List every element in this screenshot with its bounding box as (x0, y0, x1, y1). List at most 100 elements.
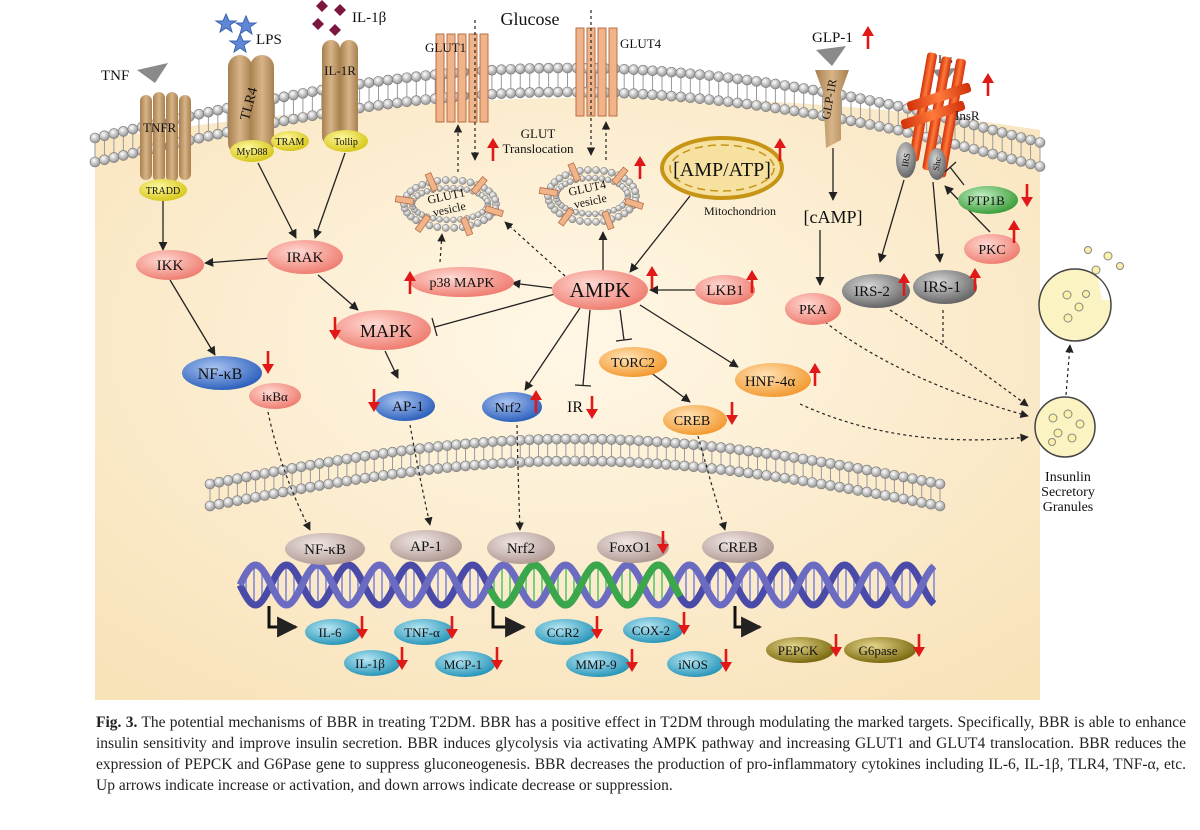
nuclear-nfkb-label: NF-κB (304, 542, 346, 558)
granules-label-3: Granules (1043, 500, 1094, 515)
amp-atp-label: [AMP/ATP] (673, 159, 771, 181)
camp-label: [cAMP] (804, 207, 863, 227)
il1b-stimulus-label: IL-1β (352, 10, 386, 26)
gene-pepck-label: PEPCK (778, 643, 819, 658)
irs1-node (913, 270, 977, 304)
dna-helix (236, 561, 937, 609)
caption-text: The potential mechanisms of BBR in treat… (96, 714, 1186, 794)
up-arrow-icon (746, 270, 758, 293)
nrf2-label: Nrf2 (495, 401, 521, 416)
irs2-label: IRS-2 (854, 284, 890, 300)
ampk-node (552, 270, 648, 310)
gene-tnfa-label: TNF-α (404, 625, 440, 640)
down-arrow-icon (329, 317, 341, 340)
nuclear-nfkb-node (285, 533, 365, 565)
tradd-label: TRADD (146, 186, 180, 197)
nuclear-ap1-label: AP-1 (410, 539, 442, 555)
hnf4a-label: HNF-4α (745, 374, 796, 390)
irs1-label: IRS-1 (923, 279, 961, 296)
tram-label: TRAM (276, 137, 305, 148)
il1r-receptor (322, 40, 358, 145)
down-arrow-icon (586, 396, 598, 419)
ikba-label: iκBα (262, 389, 288, 404)
irs-docking (896, 142, 916, 178)
insr-label: InsR (955, 108, 980, 123)
down-arrow-icon (830, 634, 842, 657)
torc2-node (599, 347, 667, 377)
creb-node (663, 405, 727, 435)
gene-mcp1-label: MCP-1 (444, 657, 482, 672)
lps-label: LPS (256, 32, 282, 48)
gene-g6pase (844, 637, 916, 663)
mitochondrion-label: Mitochondrion (704, 204, 776, 218)
nfkb-node (182, 356, 262, 390)
nfkb-label: NF-κB (198, 366, 243, 383)
up-arrow-icon (862, 26, 874, 49)
down-arrow-icon (726, 402, 738, 425)
down-arrow-icon (678, 612, 690, 635)
caption-label: Fig. 3. (96, 714, 138, 731)
gene-ccr2-label: CCR2 (547, 625, 580, 640)
down-arrow-icon (491, 647, 503, 670)
up-arrow-icon (774, 138, 786, 161)
mapk-node (335, 310, 431, 350)
up-arrow-icon (982, 73, 994, 96)
irak-node (267, 240, 343, 274)
myd88-adaptor (230, 140, 274, 162)
p38mapk-label: p38 MAPK (430, 276, 495, 291)
tnfr-receptor (140, 92, 191, 182)
pka-node (785, 293, 841, 325)
glut1-vesicle (394, 172, 504, 237)
gene-pepck (766, 637, 834, 663)
tlr4-receptor (228, 55, 274, 155)
tnfr-label: TNFR (143, 120, 177, 135)
gene-mmp9-label: MMP-9 (575, 657, 616, 672)
creb-label: CREB (674, 414, 711, 429)
tnf-label: TNF (101, 68, 129, 84)
ptp1b-label: PTP1B (967, 193, 1005, 208)
nuclear-ap1-node (390, 530, 462, 562)
glp1-label: GLP-1 (812, 30, 853, 46)
regulation-indicators (262, 26, 1033, 672)
nuclear-foxo1-label: FoxO1 (609, 540, 651, 556)
up-arrow-icon (809, 363, 821, 386)
insr-receptor (900, 52, 972, 178)
up-arrow-icon (969, 268, 981, 291)
figure-caption: Fig. 3. The potential mechanisms of BBR … (96, 712, 1186, 796)
down-arrow-icon (368, 389, 380, 412)
tollip-label: Tollip (334, 137, 358, 148)
gene-ccr2 (535, 619, 595, 645)
ikk-node (136, 250, 204, 280)
gene-cox2 (623, 617, 683, 643)
shc-label: Shc (931, 156, 943, 171)
down-arrow-icon (913, 634, 925, 657)
gene-inos (667, 651, 723, 677)
ampk-label: AMPK (570, 278, 631, 302)
insulin-granule-releasing (1038, 246, 1124, 342)
granules-label-2: Secretory (1041, 485, 1095, 500)
down-arrow-icon (591, 616, 603, 639)
glut1-transporter (435, 33, 489, 123)
gene-g6pase-label: G6pase (859, 643, 898, 658)
up-arrow-icon (1008, 220, 1020, 243)
up-arrow-icon (404, 271, 416, 294)
glp1r-label: GLP-1R (819, 78, 840, 120)
il1b-ligand-icon (312, 0, 346, 36)
gene-mcp1 (435, 651, 495, 677)
irs2-node (842, 274, 910, 308)
nuclear-creb-node (702, 531, 774, 563)
nuclear-creb-label: CREB (718, 540, 757, 556)
nuclear-foxo1-node (597, 531, 669, 563)
gene-mmp9 (566, 651, 630, 677)
lkb1-label: LKB1 (706, 283, 744, 299)
ap1-node (375, 391, 435, 421)
granules-label-1: Insunlin (1045, 470, 1091, 485)
ir-label: IR (567, 399, 583, 416)
nuclear-nrf2-node (487, 532, 555, 564)
gene-cox2-label: COX-2 (632, 623, 670, 638)
torc2-label: TORC2 (611, 356, 655, 371)
down-arrow-icon (1021, 184, 1033, 207)
lkb1-node (695, 275, 755, 305)
pathway-diagram: TNF TNFR TRADD LPS TLR4 MyD88 TRAM IL-1β… (89, 0, 1124, 701)
transcription-arrows (267, 606, 763, 638)
